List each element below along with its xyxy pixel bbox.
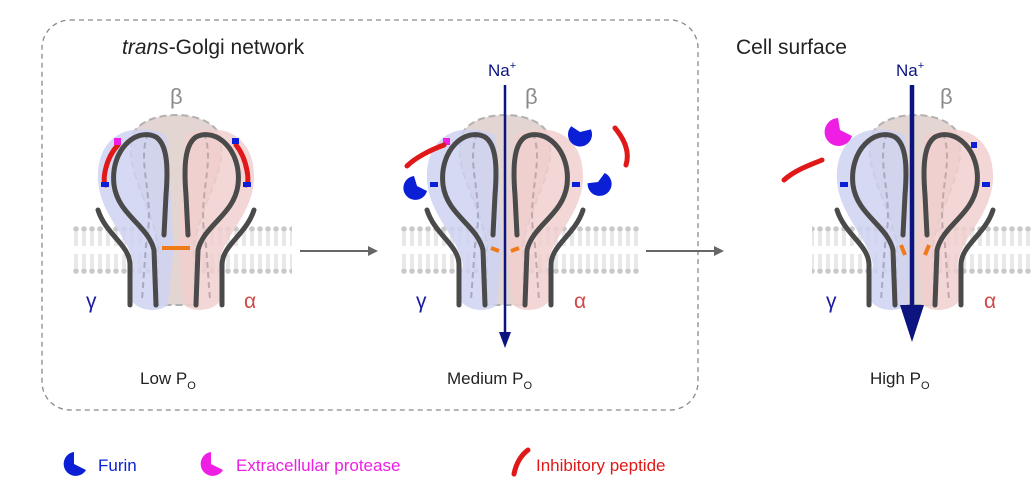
cleavage-site-blue [430, 182, 438, 187]
tgn-region-box [41, 19, 699, 411]
legend: Furin Extracellular protease Inhibitory … [63, 447, 665, 477]
sodium-label: Na+ [488, 60, 516, 80]
channel-low-po [98, 115, 254, 310]
gamma-label: γ [416, 290, 427, 313]
tgn-title-italic: trans [122, 36, 169, 59]
sodium-flux-arrowhead [900, 305, 924, 342]
po-label-high: High PO [870, 369, 930, 392]
alpha-label: α [984, 290, 996, 313]
cleavage-site-blue [243, 182, 251, 187]
legend-peptide-label: Inhibitory peptide [536, 456, 665, 475]
protease-icon [200, 452, 223, 476]
tgn-title-rest: -Golgi network [169, 36, 305, 59]
sodium-label: Na+ [896, 60, 924, 80]
po-label-medium: Medium PO [447, 369, 533, 392]
cleavage-site-magenta [443, 138, 450, 145]
furin-molecule [403, 176, 427, 200]
gamma-label: γ [826, 290, 837, 313]
cleavage-site-magenta [114, 138, 121, 145]
legend-protease-label: Extracellular protease [236, 456, 400, 475]
inhibitory-peptide-released [781, 157, 825, 183]
inhibitory-peptide-released [612, 125, 630, 168]
extracellular-protease [824, 118, 852, 146]
furin-icon [63, 452, 86, 476]
cleavage-site-blue [971, 142, 977, 148]
cleavage-site-blue [572, 182, 580, 187]
cleavage-site-blue [840, 182, 848, 187]
po-label-low: Low PO [140, 369, 196, 392]
furin-molecule [587, 173, 612, 196]
legend-furin-label: Furin [98, 456, 137, 475]
channel-high-po [837, 115, 993, 310]
cleavage-site-blue [232, 138, 239, 144]
beta-label: β [170, 84, 183, 109]
gamma-label: γ [86, 290, 97, 313]
tgn-title: trans-Golgi network [122, 36, 305, 59]
peptide-icon [511, 447, 531, 477]
beta-label: β [525, 84, 538, 109]
cleavage-site-blue [101, 182, 109, 187]
beta-label: β [940, 84, 953, 109]
surface-title: Cell surface [736, 36, 847, 59]
channel-gate [490, 246, 520, 253]
inhibitory-peptide-released [404, 142, 447, 169]
alpha-label: α [244, 290, 256, 313]
cleavage-site-blue [982, 182, 990, 187]
alpha-label: α [574, 290, 586, 313]
furin-molecule [568, 126, 593, 147]
sodium-flux-arrowhead [499, 332, 511, 348]
channel-gate [899, 244, 931, 256]
channel-medium-po [427, 115, 583, 310]
